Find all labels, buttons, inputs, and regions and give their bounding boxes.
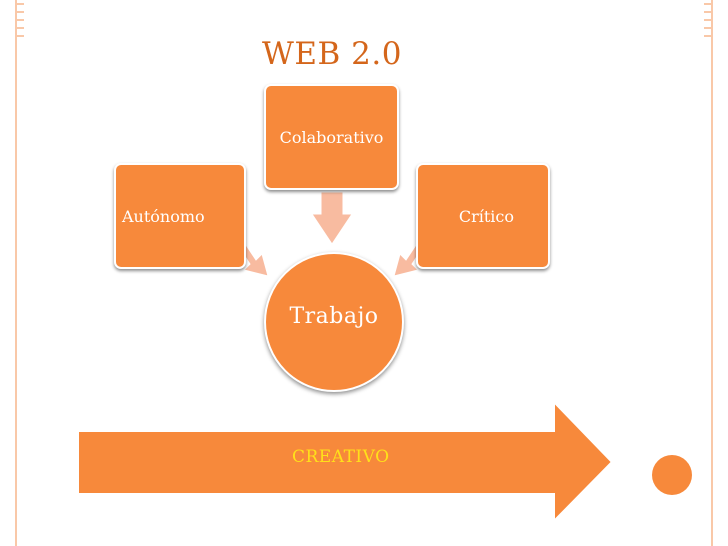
node-critico-label: Crítico [458, 206, 514, 226]
page-title: WEB 2.0 [262, 36, 402, 72]
frame-top-ticks [16, 3, 24, 37]
creativo-banner-arrow [77, 399, 614, 524]
node-colaborativo-label: Colaborativo [279, 127, 384, 147]
decorative-dot [652, 455, 692, 495]
node-critico: Crítico [416, 163, 550, 269]
frame-right-ticks [704, 3, 712, 37]
center-node-trabajo: Trabajo [264, 252, 404, 392]
banner-label: CREATIVO [292, 447, 390, 467]
node-autonomo-label: Autónomo [122, 206, 205, 226]
center-node-label: Trabajo [289, 303, 379, 329]
arrow-down [311, 191, 353, 245]
node-autonomo: Autónomo [114, 163, 246, 269]
node-colaborativo: Colaborativo [264, 84, 399, 190]
